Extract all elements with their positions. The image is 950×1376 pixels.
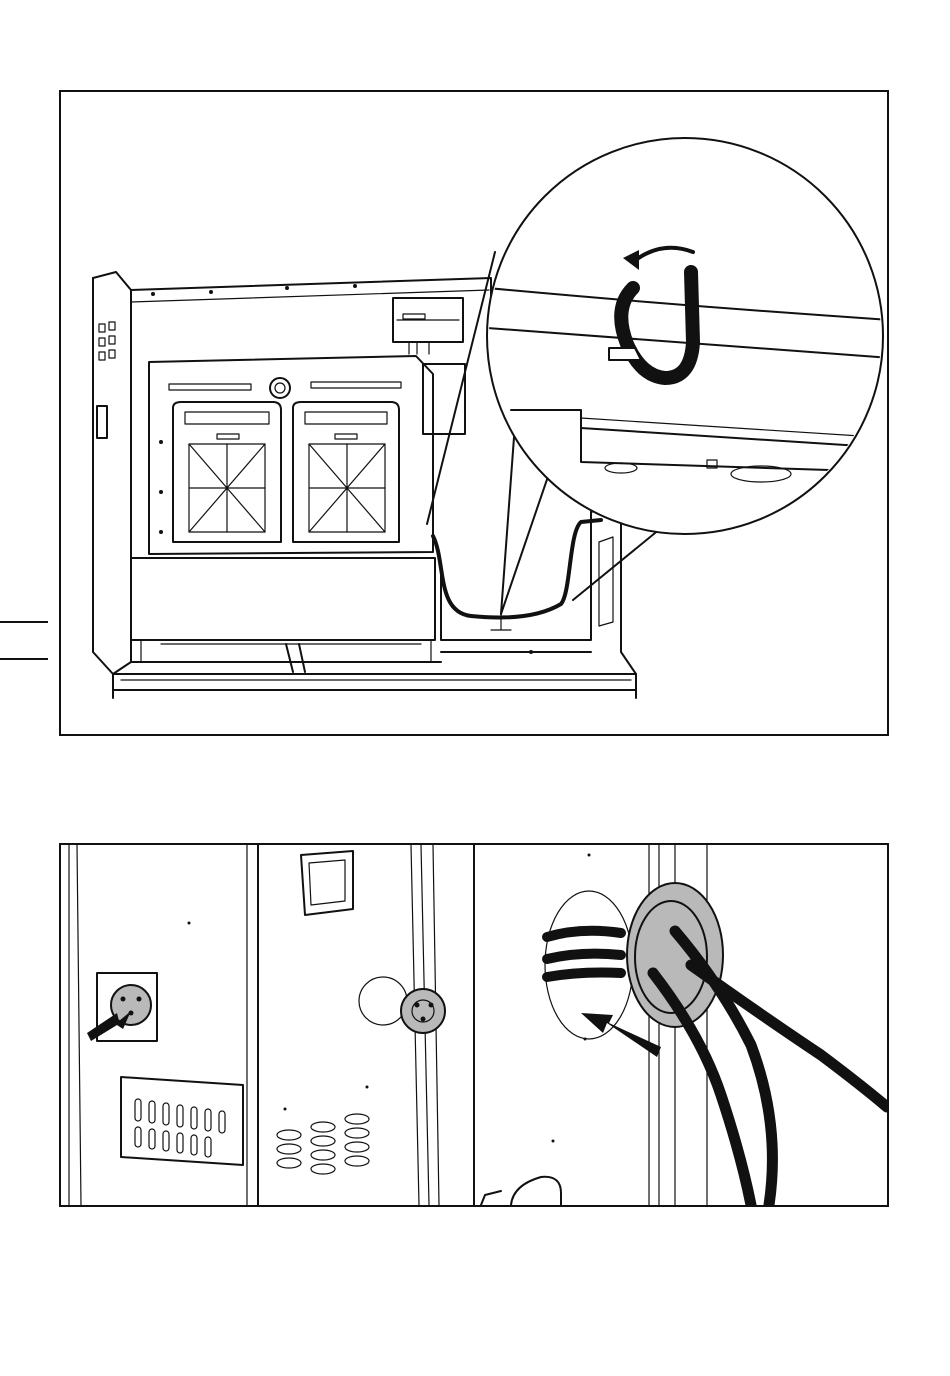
panel-2-vent-slots [277, 1114, 369, 1174]
figure-boiler-rear-view [59, 90, 889, 736]
lower-compartment [131, 558, 435, 672]
grommet-illustration [61, 845, 887, 1205]
panel-1-grommet-insert [69, 845, 247, 1205]
panel-1-vent-slots [135, 1099, 225, 1157]
boiler-illustration [61, 92, 887, 734]
cabinet-screws [151, 284, 533, 654]
margin-mark-upper [0, 621, 48, 623]
margin-mark-lower [0, 658, 48, 660]
boiler-base [113, 674, 636, 698]
figure-grommet-sequence [59, 843, 889, 1207]
right-bay [441, 502, 636, 674]
panel-3-cables-through-grommet [481, 845, 887, 1205]
callout-line-1 [427, 252, 495, 524]
detail-magnifier [487, 138, 887, 534]
side-handle-slot [97, 406, 107, 438]
side-vent-grid [99, 322, 115, 360]
heat-exchanger-right [293, 402, 399, 542]
panel-2-grommet-seated [277, 845, 445, 1205]
center-port [270, 378, 290, 398]
inner-housing [149, 356, 433, 554]
heat-exchanger-left [173, 402, 281, 542]
